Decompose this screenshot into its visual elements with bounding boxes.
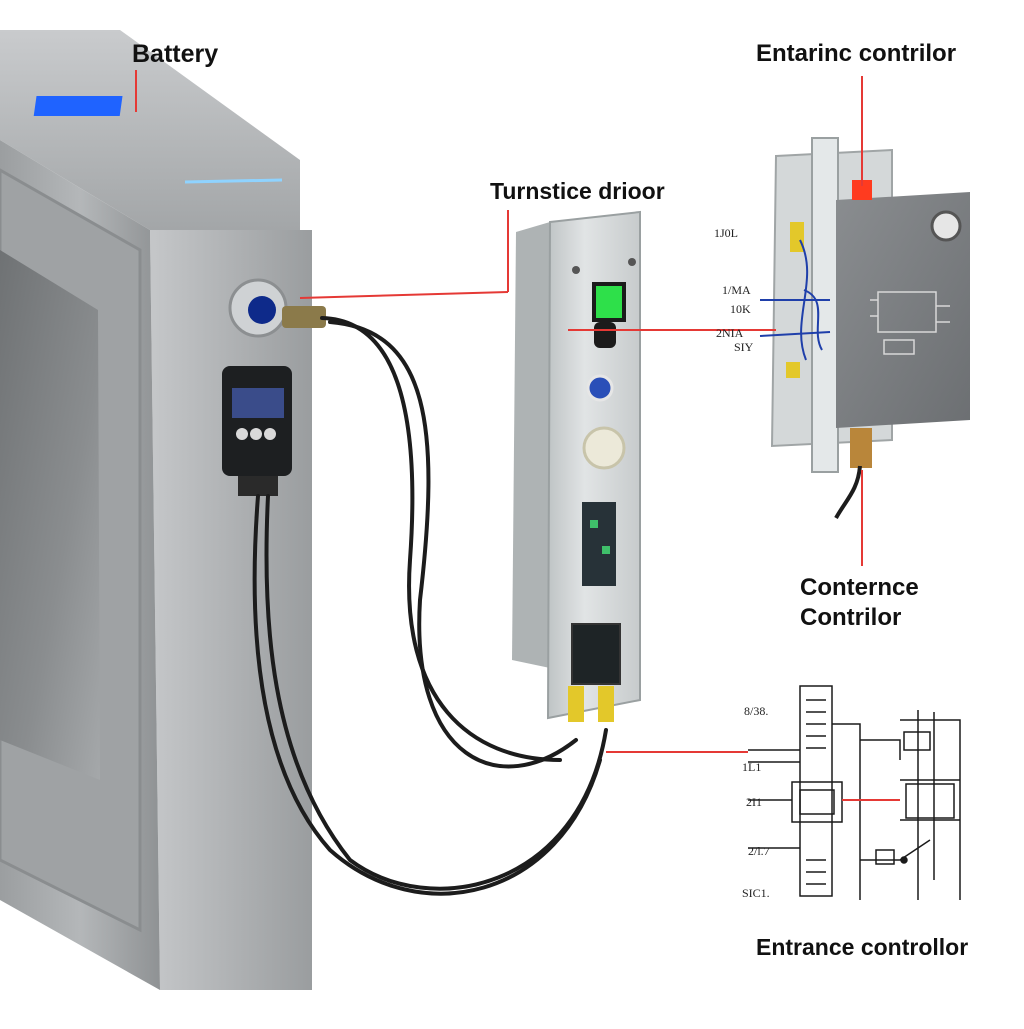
housing-light-strip	[184, 178, 283, 184]
controller-cable-gland	[850, 428, 872, 468]
meter-module	[222, 366, 292, 476]
label-battery: Battery	[132, 40, 219, 68]
panel-connector-left	[568, 686, 584, 722]
leader-lines	[135, 70, 900, 801]
cables	[252, 316, 608, 896]
terminal-label-5: SIY	[734, 340, 754, 354]
schematic-leads	[748, 749, 800, 849]
controller-box	[836, 192, 970, 428]
label-turnstile-door: Turnstice drioor	[490, 178, 665, 204]
controller-cable	[834, 465, 862, 519]
battery-screen	[33, 96, 123, 116]
panel-led-2	[602, 546, 610, 554]
panel-screw-2	[628, 258, 636, 266]
controller-terminal-yellow-2	[786, 362, 800, 378]
controller-din-rail	[811, 137, 839, 473]
socket-plug	[282, 306, 326, 328]
schematic-component-3	[875, 849, 895, 865]
terminal-label-1: 1J0L	[714, 226, 738, 240]
label-entrance-controller-bottom: Entrance controllor	[756, 934, 969, 960]
panel-screw-1	[572, 266, 580, 274]
panel-green-indicator	[592, 282, 626, 322]
controller-wiring	[759, 239, 831, 361]
schematic-component-1	[903, 731, 931, 751]
schematic-component-2	[905, 783, 955, 819]
socket-port	[248, 296, 276, 324]
housing-side	[150, 230, 312, 990]
meter-dial-3	[264, 428, 276, 440]
label-contrnce-line1: Conternce	[800, 574, 919, 601]
panel-circuit-board	[582, 502, 616, 586]
controller-red-terminal	[852, 180, 872, 200]
terminal-label-2: 1/MA	[722, 283, 751, 297]
cable-4	[264, 494, 608, 891]
entrance-controller-unit	[759, 137, 970, 519]
panel-dial	[582, 426, 626, 470]
controller-indicator	[930, 210, 962, 242]
schematic-relay	[791, 781, 843, 823]
label-entrance-controller-top: Entarinc contrilor	[756, 40, 957, 67]
panel-blue-knob	[586, 374, 614, 402]
cable-3	[252, 494, 602, 896]
turnstile-door-panel	[512, 210, 641, 722]
schematic-label-5: SIC1.	[742, 886, 770, 900]
panel-connector-right	[598, 686, 614, 722]
controller-circuit-print	[870, 291, 950, 355]
controller-schematic	[748, 685, 961, 900]
panel-terminal-block	[571, 623, 621, 685]
meter-dial-1	[236, 428, 248, 440]
leader-turnstile	[299, 291, 509, 299]
terminal-label-4: 2NIA	[716, 326, 744, 340]
meter-dial-2	[250, 428, 262, 440]
schematic-label-3: 2I1	[746, 795, 762, 809]
housing-glass	[0, 250, 100, 780]
schematic-main-block	[799, 685, 833, 897]
turnstile-housing	[0, 30, 326, 990]
cable-2	[328, 320, 578, 769]
schematic-label-2: 1L1	[742, 760, 762, 774]
terminal-label-3: 10K	[730, 302, 751, 316]
controller-terminal-yellow	[790, 222, 804, 252]
schematic-label-4: 2/l.7	[748, 844, 770, 858]
cable-1	[320, 316, 562, 762]
panel-led-1	[590, 520, 598, 528]
schematic-label-1: 8/38.	[744, 704, 769, 718]
panel-side	[512, 222, 550, 668]
meter-connector	[238, 476, 278, 496]
meter-display	[232, 388, 284, 418]
panel-button	[594, 322, 616, 348]
label-contrnce-line2: Contrilor	[800, 604, 902, 631]
